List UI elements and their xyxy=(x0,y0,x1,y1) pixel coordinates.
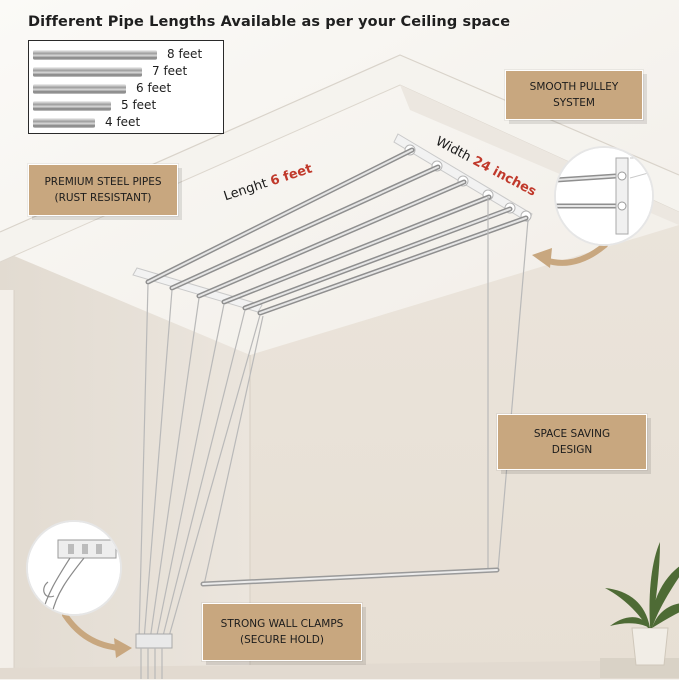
pipe-length-row xyxy=(33,65,142,79)
wall-clamps-feature-badge: STRONG WALL CLAMPS (SECURE HOLD) xyxy=(202,603,362,661)
steel-pipe-icon xyxy=(33,50,157,60)
arrow-to-pulley-icon xyxy=(542,242,608,266)
steel-pipe-icon xyxy=(33,67,142,77)
steel-pipes-feature-badge: PREMIUM STEEL PIPES (RUST RESISTANT) xyxy=(28,164,178,216)
pipe-length-row xyxy=(33,99,111,113)
pipe-length-label: 7 feet xyxy=(152,64,188,78)
pulley-feature-badge: SMOOTH PULLEY SYSTEM xyxy=(505,70,643,120)
pipe-length-row xyxy=(33,116,95,130)
arrow-to-clamp-icon xyxy=(62,612,123,651)
steel-pipe-icon xyxy=(33,118,95,128)
steel-pipe-icon xyxy=(33,84,126,94)
pipe-length-label: 8 feet xyxy=(167,47,203,61)
steel-pipe-icon xyxy=(33,101,111,111)
potted-plant-icon xyxy=(600,542,679,678)
pipe-length-legend: 8 feet 7 feet 6 feet 5 feet 4 feet xyxy=(28,40,224,134)
space-saving-feature-badge: SPACE SAVING DESIGN xyxy=(497,414,647,470)
pipe-length-row xyxy=(33,48,157,62)
pulley-closeup-icon xyxy=(556,148,652,244)
pipe-length-label: 6 feet xyxy=(136,81,172,95)
page-title: Different Pipe Lengths Available as per … xyxy=(28,14,511,30)
pipe-length-label: 4 feet xyxy=(105,115,141,129)
pipe-length-row xyxy=(33,82,126,96)
pipe-length-label: 5 feet xyxy=(121,98,157,112)
wall-clamp-closeup-icon xyxy=(28,522,120,614)
